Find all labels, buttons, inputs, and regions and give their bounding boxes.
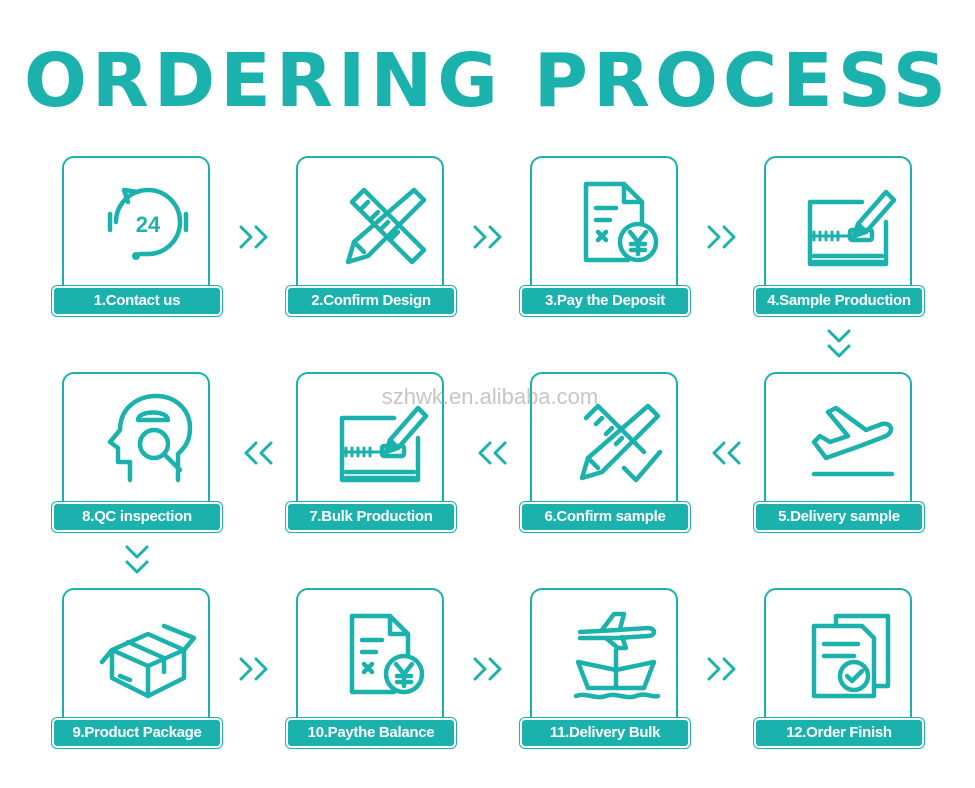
- step-1: 24 1.Contact us: [52, 156, 222, 321]
- pencil-ruler-icon: [332, 172, 432, 272]
- svg-text:24: 24: [136, 212, 161, 237]
- head-magnifier-icon: [98, 388, 198, 488]
- step-label: 7.Bulk Production: [286, 502, 456, 532]
- step-card: [62, 588, 210, 728]
- chevron-double-down-icon: [122, 542, 152, 582]
- step-card: 24: [62, 156, 210, 296]
- step-label: 12.Order Finish: [754, 718, 924, 748]
- clock-24-headset-icon: 24: [98, 172, 198, 272]
- chevron-double-right-icon: [704, 654, 744, 684]
- step-2: 2.Confirm Design: [286, 156, 456, 321]
- documents-check-icon: [800, 604, 900, 704]
- chevron-double-left-icon: [470, 438, 510, 468]
- step-10: 10.Paythe Balance: [286, 588, 456, 753]
- step-card: [530, 156, 678, 296]
- plane-ship-icon: [566, 604, 666, 704]
- chevron-double-down-icon: [824, 326, 854, 366]
- step-label: 10.Paythe Balance: [286, 718, 456, 748]
- step-8: 8.QC inspection: [52, 372, 222, 537]
- step-card: [764, 372, 912, 512]
- step-card: [764, 588, 912, 728]
- step-label: 4.Sample Production: [754, 286, 924, 316]
- pen-drawing-board-icon: [800, 172, 900, 272]
- step-4: 4.Sample Production: [754, 156, 924, 321]
- step-7: 7.Bulk Production: [286, 372, 456, 537]
- step-label: 3.Pay the Deposit: [520, 286, 690, 316]
- watermark: szhwk.en.alibaba.com: [381, 384, 599, 409]
- step-11: 11.Delivery Bulk: [520, 588, 690, 753]
- step-label: 1.Contact us: [52, 286, 222, 316]
- package-box-icon: [98, 604, 198, 704]
- chevron-double-left-icon: [704, 438, 744, 468]
- step-label: 5.Delivery sample: [754, 502, 924, 532]
- document-yuan-icon: [566, 172, 666, 272]
- page-title: ORDERING PROCESS: [23, 38, 952, 124]
- step-card: [62, 372, 210, 512]
- step-card: [764, 156, 912, 296]
- chevron-double-right-icon: [470, 222, 510, 252]
- airplane-takeoff-icon: [800, 388, 900, 488]
- step-label: 9.Product Package: [52, 718, 222, 748]
- pencil-ruler-check-icon: [566, 388, 666, 488]
- step-card: [530, 588, 678, 728]
- chevron-double-right-icon: [236, 654, 276, 684]
- step-label: 6.Confirm sample: [520, 502, 690, 532]
- step-card: [296, 372, 444, 512]
- step-9: 9.Product Package: [52, 588, 222, 753]
- step-card: [296, 588, 444, 728]
- chevron-double-right-icon: [470, 654, 510, 684]
- step-card: [530, 372, 678, 512]
- step-card: [296, 156, 444, 296]
- chevron-double-right-icon: [704, 222, 744, 252]
- document-yuan-icon: [332, 604, 432, 704]
- step-5: 5.Delivery sample: [754, 372, 924, 537]
- step-6: 6.Confirm sample: [520, 372, 690, 537]
- step-12: 12.Order Finish: [754, 588, 924, 753]
- step-label: 8.QC inspection: [52, 502, 222, 532]
- step-label: 11.Delivery Bulk: [520, 718, 690, 748]
- chevron-double-right-icon: [236, 222, 276, 252]
- step-3: 3.Pay the Deposit: [520, 156, 690, 321]
- chevron-double-left-icon: [236, 438, 276, 468]
- pen-drawing-board-icon: [332, 388, 432, 488]
- step-label: 2.Confirm Design: [286, 286, 456, 316]
